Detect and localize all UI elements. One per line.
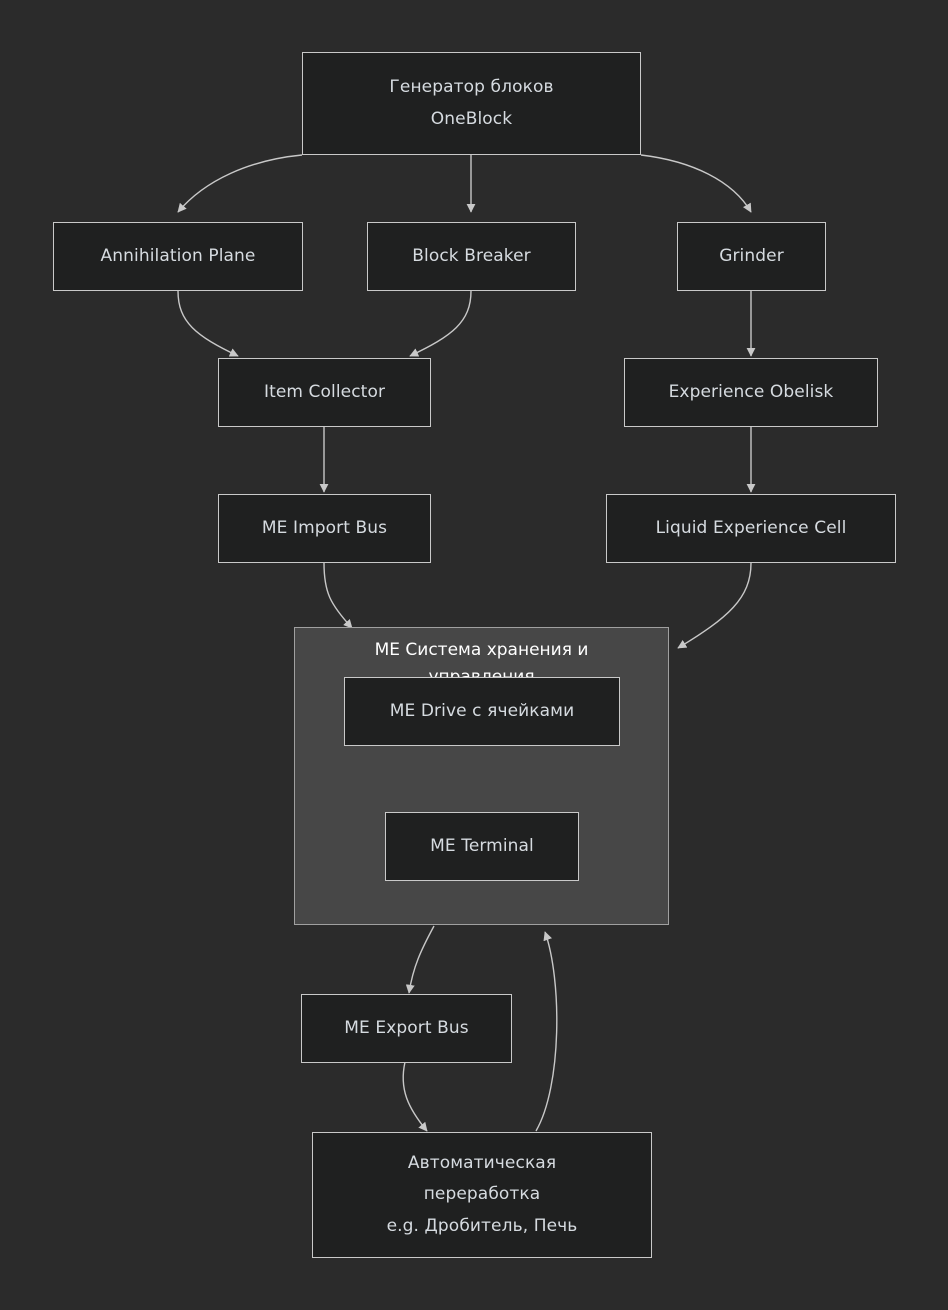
node-me-drive-label: ME Drive с ячейками [389,700,575,721]
node-grinder[interactable]: Grinder [677,222,826,291]
node-me-export-bus-label: ME Export Bus [344,1017,469,1038]
node-grinder-label: Grinder [719,245,784,266]
edge-me-export-bus-to-auto-processing [402,1061,428,1132]
edge-me-import-bus-to-me-system [323,562,353,629]
edge-me-system-to-me-export-bus [405,925,435,994]
edge-annihilation-plane-to-item-collector [177,290,239,357]
node-me-import-bus-label: ME Import Bus [261,517,388,538]
edge-block-breaker-to-item-collector [409,290,472,357]
node-annihilation-plane[interactable]: Annihilation Plane [53,222,303,291]
node-experience-obelisk[interactable]: Experience Obelisk [624,358,878,427]
node-me-terminal[interactable]: ME Terminal [385,812,579,881]
node-item-collector-label: Item Collector [263,381,386,402]
node-item-collector[interactable]: Item Collector [218,358,431,427]
node-experience-obelisk-label: Experience Obelisk [668,381,834,402]
node-generator-line-1: Генератор блоков [389,77,554,98]
node-block-breaker[interactable]: Block Breaker [367,222,576,291]
node-me-terminal-label: ME Terminal [430,835,534,856]
edge-generator-to-grinder [640,154,752,213]
node-auto-processing[interactable]: Автоматическая переработка e.g. Дробител… [312,1132,652,1258]
node-liquid-experience-cell[interactable]: Liquid Experience Cell [606,494,896,563]
node-auto-processing-line-2: переработка [423,1184,541,1205]
node-me-import-bus[interactable]: ME Import Bus [218,494,431,563]
node-block-breaker-label: Block Breaker [412,245,531,266]
node-liquid-experience-cell-label: Liquid Experience Cell [655,517,847,538]
node-generator-line-2: OneBlock [430,108,513,129]
edge-liquid-experience-cell-to-me-system [677,562,752,649]
node-me-export-bus[interactable]: ME Export Bus [301,994,512,1063]
node-me-drive[interactable]: ME Drive с ячейками [344,677,620,746]
edge-generator-to-annihilation-plane [177,154,303,213]
node-auto-processing-line-3: e.g. Дробитель, Печь [386,1215,578,1236]
edge-auto-processing-to-me-system [535,931,558,1132]
node-generator[interactable]: Генератор блоков OneBlock [302,52,641,155]
cluster-me-system-title-line-1: ME Система хранения и [374,640,589,660]
node-auto-processing-line-1: Автоматическая [407,1152,557,1173]
node-annihilation-plane-label: Annihilation Plane [100,245,256,266]
